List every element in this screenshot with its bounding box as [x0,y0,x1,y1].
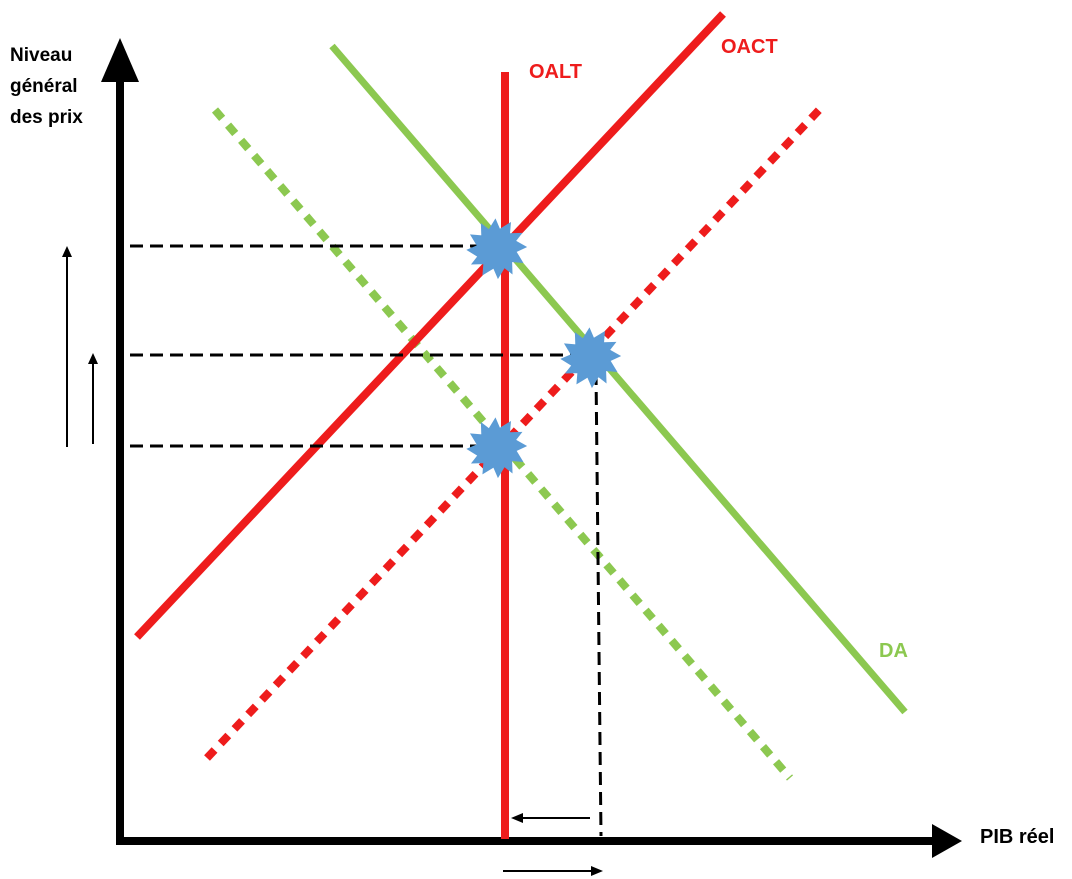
x-axis-arrowhead [932,824,962,858]
oalt-label: OALT [529,61,582,83]
oact-curve [134,11,726,640]
da-curve [329,43,908,715]
output-arrows [503,813,603,876]
oact-label: OACT [721,36,778,58]
output-arrow-right-head [591,866,603,876]
x-axis-label: PIB réel [980,826,1055,848]
price-arrow-long-head [62,246,72,257]
short-run-equilibrium-star [560,327,622,389]
initial-long-run-equilibrium-star [466,218,528,280]
price-level-arrows [62,246,98,447]
axes [101,38,962,858]
da-label: DA [879,640,908,662]
guide-line-short-run-output [594,371,603,837]
y-axis-arrowhead [101,38,139,82]
price-arrow-short-head [88,353,98,364]
final-long-run-equilibrium-star [466,417,528,479]
guide-lines [130,244,603,837]
equilibrium-markers [466,218,622,479]
output-arrow-left-head [511,813,523,823]
y-axis-label-line-3: des prix [10,107,83,128]
y-axis-label-line-2: général [10,76,78,97]
y-axis-label: Niveau général des prix [10,40,120,133]
y-axis-label-line-1: Niveau [10,45,73,66]
